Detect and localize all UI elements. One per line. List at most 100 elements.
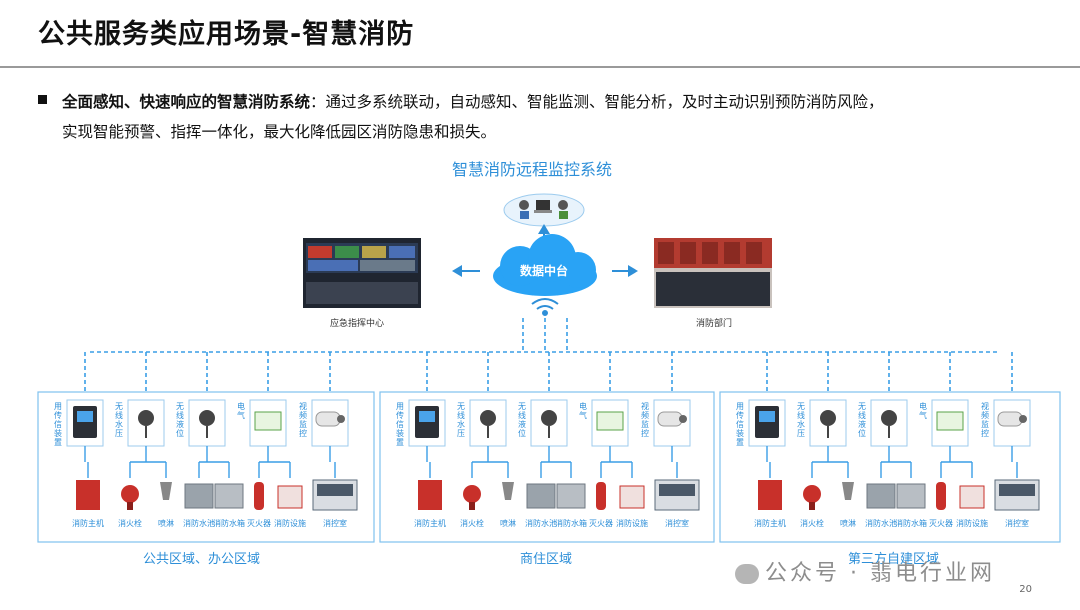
bottom-device-label: 消防设施 [274, 519, 306, 528]
top-device-icon [199, 410, 215, 426]
command-center-photo [303, 238, 421, 308]
bottom-device-label: 消防水池 [183, 519, 215, 528]
top-device-label: 电气 [919, 402, 927, 420]
top-device-label: 用传信装置 [736, 402, 744, 447]
watermark-text: 公众号 · 翡电行业网 [765, 561, 995, 586]
bottom-device-icon [596, 482, 606, 510]
bottom-device-icon [842, 482, 854, 500]
bottom-device-icon [160, 482, 172, 500]
bottom-device-label: 消控室 [1005, 519, 1029, 528]
bottom-device-icon [758, 480, 782, 510]
bottom-device-label: 消防设施 [956, 519, 988, 528]
top-device-label: 无线水压 [797, 402, 805, 438]
bottom-device-label: 消控室 [665, 519, 689, 528]
zone-label-3: 第三方自建区域 [848, 552, 940, 567]
top-device-label: 无线水压 [115, 402, 123, 438]
top-device-icon [254, 411, 282, 431]
bottom-device-icon [184, 483, 214, 509]
top-device-label: 无线液位 [518, 402, 526, 438]
bottom-device-label: 喷淋 [500, 519, 516, 528]
bottom-device-label: 灭火器 [929, 519, 953, 528]
top-device-label: 视频监控 [299, 402, 307, 438]
top-device-icon [936, 411, 964, 431]
bottom-device-label: 消防水池 [865, 519, 897, 528]
bottom-device-icon [463, 485, 481, 503]
top-device-icon [997, 411, 1023, 427]
bottom-device-label: 消防水箱 [555, 519, 587, 528]
bullet-square-icon [38, 95, 47, 104]
system-title: 智慧消防远程监控系统 [452, 160, 613, 179]
top-device-icon [541, 410, 557, 426]
bottom-device-icon [121, 485, 139, 503]
top-device-icon [138, 410, 154, 426]
page-title: 公共服务类应用场景-智慧消防 [38, 19, 415, 50]
bottom-device-icon [526, 483, 556, 509]
top-device-label: 无线液位 [176, 402, 184, 438]
remote-users-icon [503, 193, 585, 227]
top-device-label: 电气 [579, 402, 587, 420]
top-device-label: 无线液位 [858, 402, 866, 438]
top-device-label: 视频监控 [641, 402, 649, 438]
top-device-label: 无线水压 [457, 402, 465, 438]
wechat-icon [735, 564, 759, 584]
fire-department-label: 消防部门 [696, 319, 733, 329]
data-platform-cloud-icon [493, 234, 597, 296]
top-device-icon [881, 410, 897, 426]
intro-bold: 全面感知、快速响应的智慧消防系统 [62, 93, 311, 111]
page-number: 20 [1019, 584, 1032, 595]
zone-box-3 [719, 391, 1061, 543]
bottom-device-icon [896, 483, 926, 509]
wifi-icon [531, 298, 559, 316]
bottom-device-label: 消防主机 [414, 519, 446, 528]
top-device-label: 用传信装置 [54, 402, 62, 447]
top-device-icon [657, 411, 683, 427]
bottom-device-icon [418, 480, 442, 510]
bottom-device-label: 消防水池 [525, 519, 557, 528]
bottom-device-label: 消防水箱 [213, 519, 245, 528]
bottom-device-label: 喷淋 [840, 519, 856, 528]
top-device-label: 用传信装置 [396, 402, 404, 447]
bottom-device-label: 消火栓 [460, 519, 484, 528]
bottom-device-label: 消控室 [323, 519, 347, 528]
bottom-device-icon [866, 483, 896, 509]
bottom-device-label: 灭火器 [247, 519, 271, 528]
bottom-device-icon [803, 485, 821, 503]
cloud-label: 数据中台 [520, 264, 569, 278]
bottom-device-icon [214, 483, 244, 509]
bottom-device-icon [254, 482, 264, 510]
bottom-device-label: 消防主机 [754, 519, 786, 528]
watermark: 公众号 · 翡电行业网 [735, 555, 995, 587]
bottom-device-label: 消防主机 [72, 519, 104, 528]
intro-line1: ：通过多系统联动，自动感知、智能监测、智能分析，及时主动识别预防消防风险， [310, 93, 884, 111]
bottom-device-label: 消防水箱 [895, 519, 927, 528]
zone-label-1: 公共区域、办公区域 [143, 552, 261, 567]
bottom-device-label: 灭火器 [589, 519, 613, 528]
bottom-device-icon [277, 485, 303, 509]
bottom-device-label: 喷淋 [158, 519, 174, 528]
top-device-label: 电气 [237, 402, 245, 420]
top-device-icon [315, 411, 341, 427]
fire-department-photo [654, 238, 772, 308]
command-center-label: 应急指挥中心 [330, 319, 385, 329]
bottom-device-icon [959, 485, 985, 509]
top-device-box [188, 399, 226, 447]
intro-line2: 实现智能预警、指挥一体化，最大化降低园区消防隐患和损失。 [62, 123, 497, 141]
bottom-device-label: 消火栓 [800, 519, 824, 528]
intro-paragraph: 全面感知、快速响应的智慧消防系统：通过多系统联动，自动感知、智能监测、智能分析，… [62, 87, 1052, 147]
bottom-device-label: 消防设施 [616, 519, 648, 528]
top-device-icon [820, 410, 836, 426]
top-device-icon [480, 410, 496, 426]
bottom-device-icon [556, 483, 586, 509]
bottom-device-label: 消火栓 [118, 519, 142, 528]
top-device-icon [596, 411, 624, 431]
bottom-device-icon [502, 482, 514, 500]
bottom-device-icon [619, 485, 645, 509]
zone-label-2: 商住区域 [520, 552, 573, 567]
zone-box-2 [379, 391, 715, 543]
zone-box-1 [37, 391, 375, 543]
top-device-label: 视频监控 [981, 402, 989, 438]
bottom-device-icon [936, 482, 946, 510]
bottom-device-icon [76, 480, 100, 510]
title-divider [0, 66, 1080, 68]
